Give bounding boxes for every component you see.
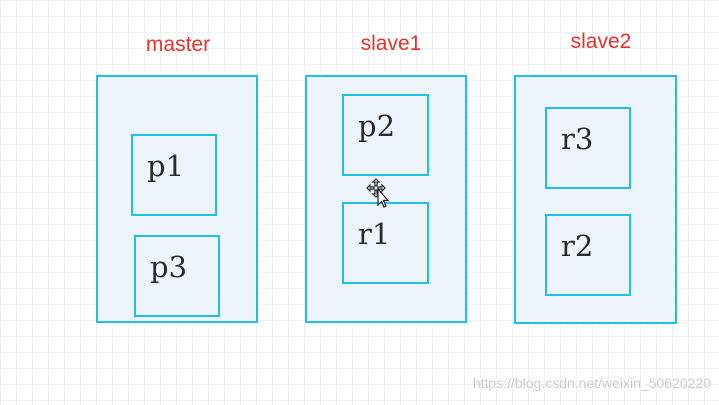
shard-p1: p1 bbox=[131, 134, 217, 216]
move-cursor-icon bbox=[366, 178, 392, 213]
shard-label: p1 bbox=[147, 149, 185, 183]
node-title-slave2: slave2 bbox=[570, 30, 632, 53]
shard-r1: r1 bbox=[342, 202, 429, 284]
shard-p3: p3 bbox=[134, 235, 220, 317]
shard-label: p3 bbox=[150, 250, 188, 284]
shard-label: r1 bbox=[358, 217, 391, 251]
node-title-master: master bbox=[145, 33, 211, 56]
shard-r3: r3 bbox=[545, 107, 631, 189]
shard-r2: r2 bbox=[545, 214, 631, 296]
shard-p2: p2 bbox=[342, 94, 429, 176]
shard-label: p2 bbox=[358, 109, 396, 143]
shard-label: r2 bbox=[561, 229, 594, 263]
node-title-slave1: slave1 bbox=[360, 32, 422, 55]
shard-label: r3 bbox=[561, 122, 594, 156]
watermark: https://blog.csdn.net/weixin_50620220 bbox=[472, 375, 711, 391]
